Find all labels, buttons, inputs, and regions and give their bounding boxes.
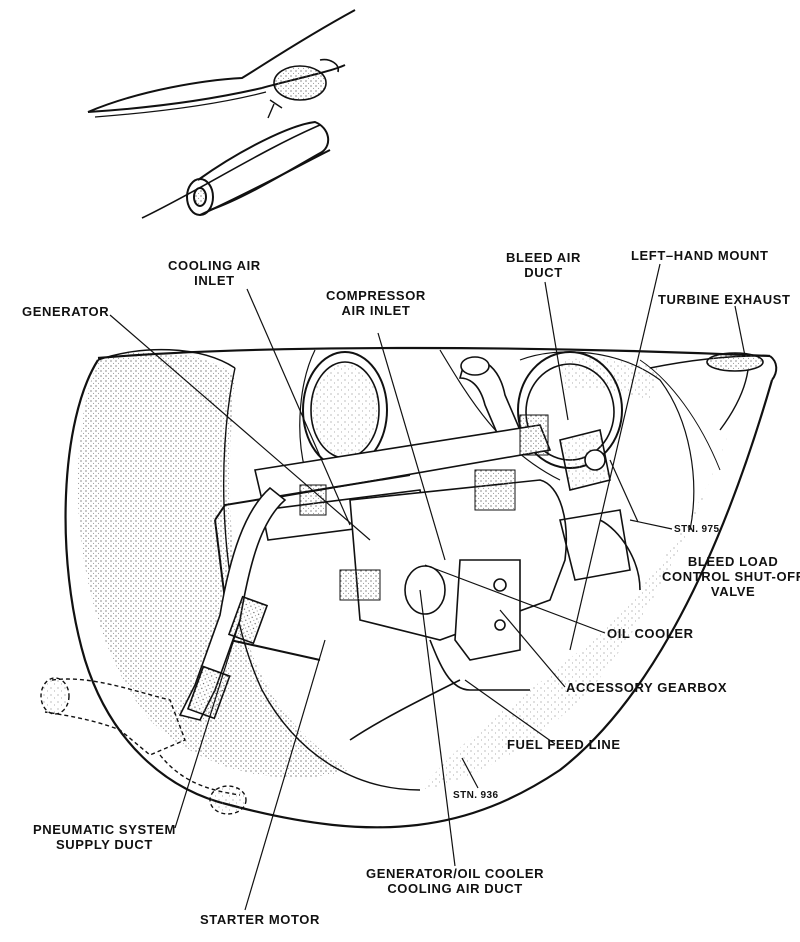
label-compressor-air-inlet: COMPRESSOR AIR INLET — [326, 288, 426, 318]
label-bleed-load-valve: BLEED LOAD CONTROL SHUT-OFF VALVE — [662, 554, 800, 599]
apu-engine — [214, 351, 641, 661]
fuel-feed-line — [349, 639, 530, 741]
tail-locator-sketch — [87, 9, 356, 219]
label-stn-936: STN. 936 — [453, 790, 499, 801]
label-accessory-gearbox: ACCESSORY GEARBOX — [566, 680, 728, 695]
label-pneumatic-system-supply-duct: PNEUMATIC SYSTEM SUPPLY DUCT — [33, 822, 176, 852]
label-generator-oil-cooler-duct: GENERATOR/OIL COOLER COOLING AIR DUCT — [366, 866, 545, 896]
label-turbine-exhaust: TURBINE EXHAUST — [658, 292, 791, 307]
label-fuel-feed-line: FUEL FEED LINE — [507, 737, 621, 752]
label-left-hand-mount: LEFT–HAND MOUNT — [631, 248, 769, 263]
leader-lines — [109, 263, 746, 911]
label-oil-cooler: OIL COOLER — [607, 626, 694, 641]
label-stn-975: STN. 975 — [674, 524, 720, 535]
label-starter-motor: STARTER MOTOR — [200, 912, 320, 927]
label-cooling-air-inlet: COOLING AIR INLET — [168, 258, 261, 288]
pneumatic-supply-duct — [40, 486, 287, 815]
label-bleed-air-duct: BLEED AIR DUCT — [506, 250, 581, 280]
label-generator: GENERATOR — [22, 304, 110, 319]
